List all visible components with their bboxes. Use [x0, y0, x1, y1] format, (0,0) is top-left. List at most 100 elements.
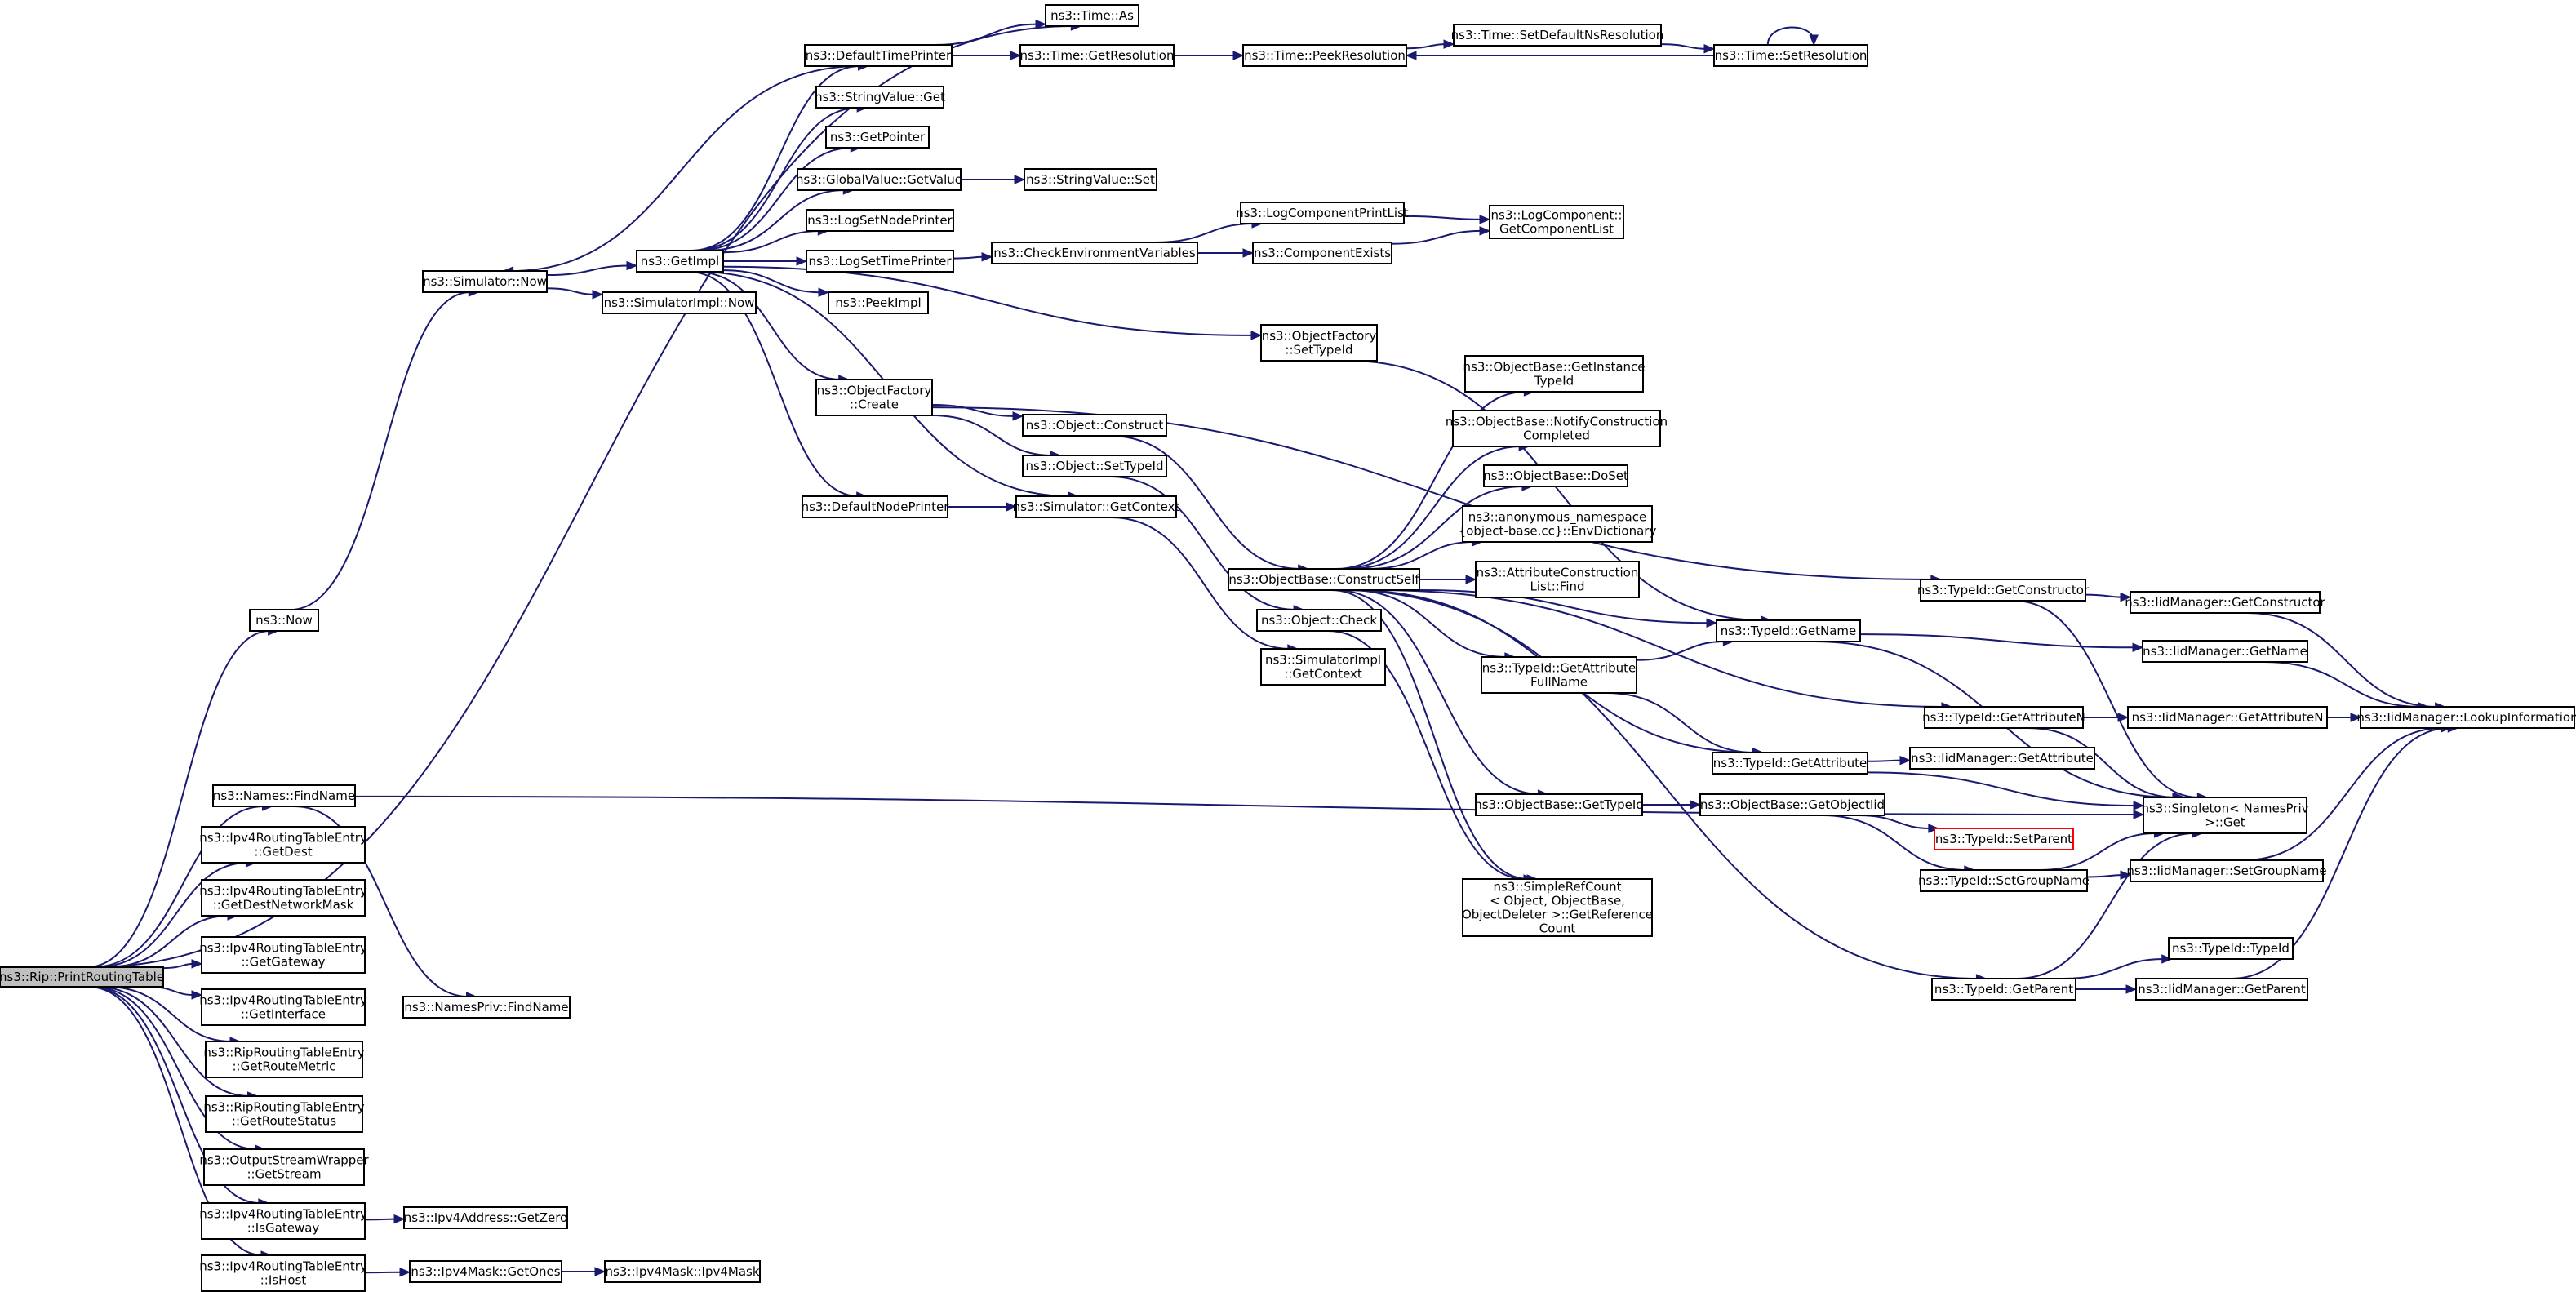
node-object_check[interactable]: ns3::Object::Check [1256, 609, 1382, 632]
node-getimpl[interactable]: ns3::GetImpl [636, 250, 724, 273]
node-osw_getstream[interactable]: ns3::OutputStreamWrapper::GetStream [199, 1148, 369, 1186]
node-object_settypeid[interactable]: ns3::Object::SetTypeId [1022, 455, 1167, 477]
node-label: ns3::Ipv4Address::GetZero [404, 1210, 567, 1225]
node-box [201, 879, 366, 917]
node-ipv4_getinterface[interactable]: ns3::Ipv4RoutingTableEntry::GetInterface [199, 988, 367, 1026]
edge-typeid_getattribute-to-singleton_get [1867, 771, 2145, 810]
node-rip_getroutestatus[interactable]: ns3::RipRoutingTableEntry::GetRouteStatu… [203, 1095, 365, 1133]
node-typeid_getconstructor[interactable]: ns3::TypeId::GetConstructor [1917, 579, 2090, 602]
node-objfactory_settypeid[interactable]: ns3::ObjectFactory::SetTypeId [1260, 324, 1378, 362]
edge-logcompprintlist-to-logcomp_getcomplist [1403, 215, 1491, 224]
node-peekimpl[interactable]: ns3::PeekImpl [828, 291, 929, 314]
node-iid_getattribute[interactable]: ns3::IidManager::GetAttribute [1909, 747, 2095, 770]
node-checkenvvars[interactable]: ns3::CheckEnvironmentVariables [991, 242, 1198, 264]
node-anon_envdict[interactable]: ns3::anonymous_namespace{object-base.cc}… [1459, 505, 1657, 543]
node-simimpl_now[interactable]: ns3::SimulatorImpl::Now [602, 291, 757, 314]
edge-line [1109, 476, 1296, 610]
node-ipv4_getdestmask[interactable]: ns3::Ipv4RoutingTableEntry::GetDestNetwo… [199, 879, 367, 917]
node-iid_lookupinfo[interactable]: ns3::IidManager::LookupInformation [2356, 706, 2576, 729]
node-objfactory_create[interactable]: ns3::ObjectFactory::Create [815, 379, 933, 416]
node-label: ns3::ObjectBase::GetInstance [1463, 360, 1646, 375]
node-simplerefcount[interactable]: ns3::SimpleRefCount< Object, ObjectBase,… [1462, 878, 1653, 937]
node-getpointer[interactable]: ns3::GetPointer [825, 126, 930, 149]
node-box [205, 1041, 363, 1078]
node-iid_getparent[interactable]: ns3::IidManager::GetParent [2135, 978, 2308, 1001]
edge-typeid_getattribute-to-iid_getattribute [1867, 755, 1912, 766]
node-iid_getconstructor[interactable]: ns3::IidManager::GetConstructor [2125, 591, 2326, 614]
node-label: ns3::ComponentExists [1254, 246, 1391, 260]
node-ipv4_getgateway[interactable]: ns3::Ipv4RoutingTableEntry::GetGateway [199, 936, 367, 974]
edge-objbase_getobjectiid-to-typeid_setparent [1858, 815, 1940, 833]
node-box [806, 250, 954, 273]
node-box [1452, 410, 1661, 447]
node-typeid_getparent[interactable]: ns3::TypeId::GetParent [1931, 978, 2076, 1001]
node-globalvalue_getvalue[interactable]: ns3::GlobalValue::GetValue [796, 168, 962, 191]
node-logcomp_getcomplist[interactable]: ns3::LogComponent::GetComponentList [1489, 205, 1624, 239]
node-label: ns3::TypeId::SetGroupName [1918, 873, 2090, 888]
node-root[interactable]: ns3::Rip::PrintRoutingTable [0, 966, 164, 988]
edge-line [1403, 215, 1482, 220]
node-objbase_getobjectiid[interactable]: ns3::ObjectBase::GetObjectIid [1699, 793, 1885, 816]
node-label: ns3::Time::GetResolution [1020, 48, 1175, 63]
node-ipv4mask_getones[interactable]: ns3::Ipv4Mask::GetOnes [409, 1260, 562, 1283]
node-object_construct[interactable]: ns3::Object::Construct [1022, 414, 1167, 437]
edge-line [1111, 517, 1290, 650]
node-ipv4_getdest[interactable]: ns3::Ipv4RoutingTableEntry::GetDest [199, 826, 367, 864]
node-typeid_setgroupname[interactable]: ns3::TypeId::SetGroupName [1918, 869, 2090, 892]
node-logsettimeprinter[interactable]: ns3::LogSetTimePrinter [806, 250, 954, 273]
node-objbase_constructself[interactable]: ns3::ObjectBase::ConstructSelf [1228, 568, 1420, 591]
edge-default_time_printer-to-time_as [935, 19, 1047, 46]
edge-line [1822, 815, 1966, 871]
node-logcompprintlist[interactable]: ns3::LogComponentPrintList [1236, 202, 1409, 224]
node-iid_getattributen[interactable]: ns3::IidManager::GetAttributeN [2127, 706, 2328, 729]
node-iid_setgroupname[interactable]: ns3::IidManager::SetGroupName [2126, 859, 2327, 882]
node-time_as[interactable]: ns3::Time::As [1045, 4, 1139, 27]
node-default_time_printer[interactable]: ns3::DefaultTimePrinter [804, 44, 953, 67]
node-typeid_getname[interactable]: ns3::TypeId::GetName [1716, 619, 1861, 642]
node-componentexists[interactable]: ns3::ComponentExists [1252, 242, 1392, 264]
edge-line [96, 862, 248, 968]
node-typeid_getattributen[interactable]: ns3::TypeId::GetAttributeN [1922, 706, 2085, 729]
node-names_findname[interactable]: ns3::Names::FindName [212, 784, 356, 807]
node-ns3_now[interactable]: ns3::Now [249, 609, 319, 632]
node-ipv4_ishost[interactable]: ns3::Ipv4RoutingTableEntry::IsHost [199, 1254, 367, 1292]
arrow-head [1012, 411, 1024, 421]
node-time_peekres[interactable]: ns3::Time::PeekResolution [1242, 44, 1407, 67]
node-box [1475, 561, 1640, 598]
node-simulator_getcontext[interactable]: ns3::Simulator::GetContext [1013, 495, 1180, 518]
node-time_getres[interactable]: ns3::Time::GetResolution [1019, 44, 1175, 67]
node-typeid_getattribute[interactable]: ns3::TypeId::GetAttribute [1712, 752, 1868, 775]
node-typeid_setparent[interactable]: ns3::TypeId::SetParent [1934, 828, 2074, 850]
node-time_setres[interactable]: ns3::Time::SetResolution [1713, 44, 1868, 67]
node-ipv4addr_getzero[interactable]: ns3::Ipv4Address::GetZero [403, 1206, 568, 1229]
node-stringvalue_get[interactable]: ns3::StringValue::Get [815, 86, 945, 109]
node-ipv4_isgateway[interactable]: ns3::Ipv4RoutingTableEntry::IsGateway [199, 1202, 367, 1240]
node-namespriv_findname[interactable]: ns3::NamesPriv::FindName [402, 996, 571, 1019]
node-label: ns3::ObjectBase::NotifyConstruction [1446, 415, 1668, 429]
node-typeid_typeid[interactable]: ns3::TypeId::TypeId [2168, 937, 2294, 960]
node-box [1699, 793, 1885, 816]
node-label: ::GetRouteMetric [232, 1059, 335, 1074]
edge-componentexists-to-logcomp_getcomplist [1391, 226, 1491, 245]
node-defaultnodeprinter[interactable]: ns3::DefaultNodePrinter [802, 495, 950, 518]
node-iid_getname[interactable]: ns3::IidManager::GetName [2142, 640, 2308, 663]
node-rip_getroutemetric[interactable]: ns3::RipRoutingTableEntry::GetRouteMetri… [203, 1041, 365, 1078]
edge-line [1335, 391, 1526, 570]
node-time_setdefns[interactable]: ns3::Time::SetDefaultNsResolution [1451, 24, 1664, 47]
node-box [1464, 355, 1644, 393]
node-stringvalue_set[interactable]: ns3::StringValue::Set [1024, 168, 1157, 191]
node-singleton_get[interactable]: ns3::Singleton< NamesPriv >::Get [2141, 797, 2309, 834]
node-label: ns3::ObjectBase::GetTypeId [1474, 797, 1644, 812]
node-logsetnodeprinter[interactable]: ns3::LogSetNodePrinter [806, 209, 954, 232]
edge-ipv4_isgateway-to-ipv4addr_getzero [364, 1214, 406, 1224]
node-objbase_doset[interactable]: ns3::ObjectBase::DoSet [1483, 464, 1628, 487]
node-ipv4mask_ipv4mask[interactable]: ns3::Ipv4Mask::Ipv4Mask [604, 1260, 761, 1283]
node-simulator_now[interactable]: ns3::Simulator::Now [422, 270, 548, 293]
node-objbase_notify[interactable]: ns3::ObjectBase::NotifyConstructionCompl… [1446, 410, 1668, 447]
node-simimpl_getcontext[interactable]: ns3::SimulatorImpl::GetContext [1260, 648, 1386, 686]
node-label: ns3::TypeId::GetAttribute [1482, 661, 1636, 676]
node-objbase_gettypeid[interactable]: ns3::ObjectBase::GetTypeId [1474, 793, 1644, 816]
